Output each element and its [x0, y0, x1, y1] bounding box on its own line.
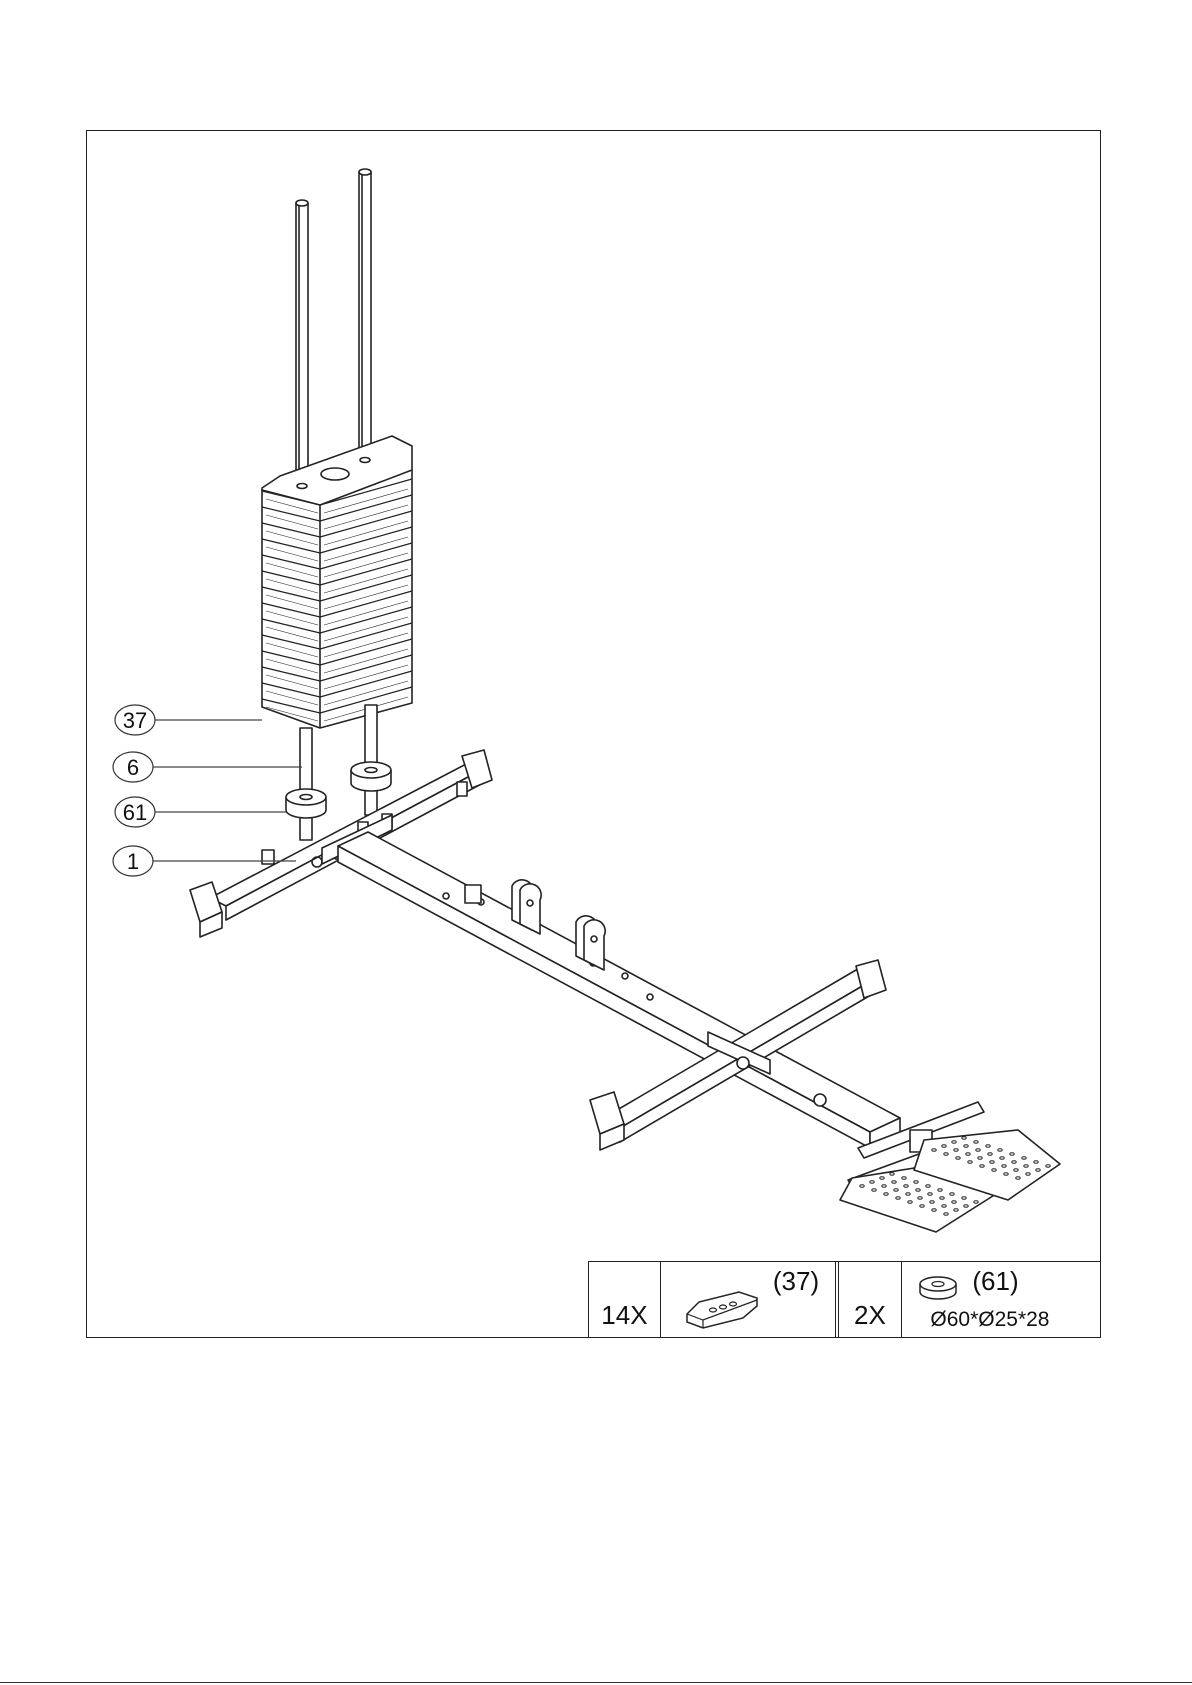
selector-rod — [300, 728, 312, 840]
spacer-left — [286, 789, 326, 818]
callout-61: 61 — [115, 797, 155, 827]
guide-rod-right — [359, 169, 371, 462]
callout-label: 6 — [127, 755, 139, 780]
spacer-right — [351, 762, 391, 791]
guide-rod-left — [296, 200, 308, 493]
page-bottom-rule — [0, 1682, 1192, 1683]
weight-plate-icon — [683, 1288, 763, 1332]
callout-label: 61 — [123, 800, 147, 825]
part-cell-plates: (37) — [661, 1262, 839, 1338]
qty-cell-spacers: 2X — [839, 1262, 903, 1338]
callout-6: 6 — [113, 752, 153, 782]
callout-1: 1 — [113, 846, 153, 876]
guide-rod-lower-right — [365, 705, 377, 815]
parts-table: 14X (37) 2X (61) Ø60*Ø25*28 — [588, 1261, 1101, 1338]
part-cell-spacers: (61) Ø60*Ø25*28 — [902, 1262, 1101, 1338]
callout-label: 1 — [127, 849, 139, 874]
weight-stack — [262, 436, 412, 728]
part-ref: (61) — [972, 1266, 1018, 1297]
qty-label: 2X — [839, 1300, 902, 1331]
qty-label: 14X — [589, 1300, 660, 1331]
spacer-ring-icon — [916, 1272, 960, 1304]
part-ref: (37) — [773, 1266, 819, 1297]
callout-label: 37 — [123, 708, 147, 733]
callout-37: 37 — [115, 705, 155, 735]
qty-cell-plates: 14X — [589, 1262, 661, 1338]
main-beam — [338, 832, 900, 1148]
part-dimensions: Ø60*Ø25*28 — [930, 1308, 1049, 1332]
